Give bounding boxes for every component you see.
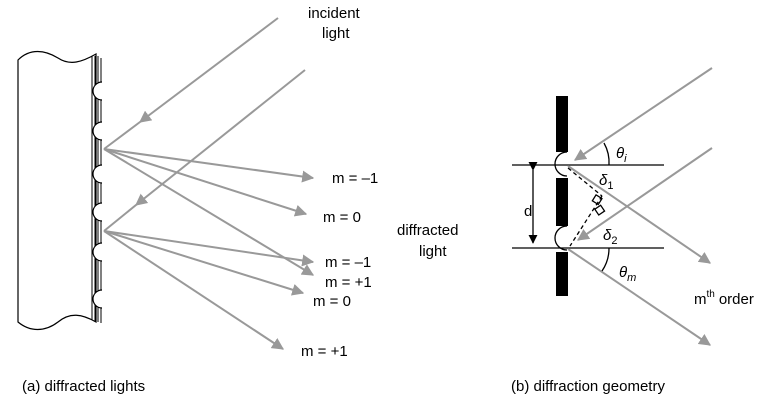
diffracted-rays-b (567, 165, 711, 346)
diffracted-ray (103, 148, 308, 217)
diffracted-label-line1: diffracted (397, 222, 458, 239)
delta2-label: δ2 (603, 227, 617, 247)
angle-arcs (601, 142, 610, 272)
diffracted-ray (103, 230, 315, 267)
order-label-lower-m0: m = 0 (313, 293, 351, 310)
slit-arcs (554, 151, 568, 251)
grating-slits (556, 96, 568, 296)
diffracted-label-line2: light (419, 243, 447, 260)
theta-i-arc (603, 142, 610, 166)
incident-label-line2: light (322, 25, 350, 42)
caption-b: (b) diffraction geometry (511, 378, 665, 395)
order-label-upper-m0: m = 0 (323, 209, 361, 226)
incident-ray-lower (135, 69, 306, 206)
incident-rays-b (574, 67, 713, 241)
diffracted-rays-upper (103, 148, 315, 276)
diffracted-rays-lower (103, 230, 315, 350)
incident-label-line1: incident (308, 5, 361, 22)
diffracted-ray (103, 148, 315, 276)
diffracted-ray (103, 148, 315, 183)
order-label-upper-m-1: m = –1 (332, 170, 378, 187)
order-label-upper-m+1: m = +1 (325, 274, 372, 291)
order-label-lower-m-1: m = –1 (325, 254, 371, 271)
grating-block (17, 50, 102, 331)
theta-i-label: θi (616, 145, 627, 165)
theta-m-arc (601, 247, 610, 272)
grating-grooves (92, 81, 103, 309)
order-label-lower-m+1: m = +1 (301, 343, 348, 360)
delta1-label: δ1 (599, 172, 613, 192)
diffracted-ray (103, 230, 285, 350)
caption-a: (a) diffracted lights (22, 378, 145, 395)
incident-ray-upper (139, 17, 279, 123)
path-difference-lines (567, 167, 606, 247)
incident-rays (103, 17, 306, 232)
reference-lines (512, 164, 664, 249)
diffracted-ray (103, 230, 305, 296)
theta-m-label: θm (619, 264, 636, 284)
spacing-label: d (524, 203, 532, 220)
